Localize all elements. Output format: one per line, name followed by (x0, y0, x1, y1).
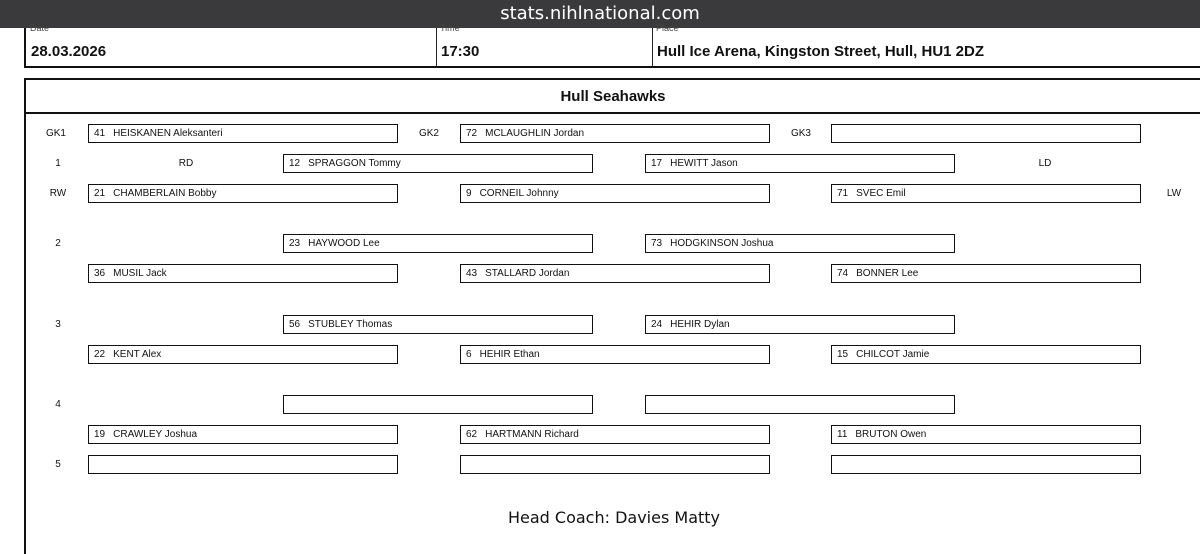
line-5-c-slot (460, 455, 770, 474)
player-number: 71 (837, 188, 849, 199)
line-4-rd-slot (283, 395, 593, 414)
line-4-rw-slot: 19 CRAWLEY Joshua (88, 425, 398, 444)
player-number: 11 (837, 429, 848, 440)
player-number: 12 (289, 158, 301, 169)
player-number: 73 (651, 238, 663, 249)
url-text: stats.nihlnational.com (500, 3, 700, 24)
line-1-rd-slot: 12 SPRAGGON Tommy (283, 154, 593, 173)
player-number: 36 (94, 268, 106, 279)
line-1-c-slot: 9 CORNEIL Johnny (460, 184, 770, 203)
player-name: BONNER Lee (856, 268, 919, 279)
gk1-label: GK1 (45, 128, 66, 139)
player-name: BRUTON Owen (855, 429, 927, 440)
line-2-lw-slot: 74 BONNER Lee (831, 264, 1141, 283)
line-3-rw-slot: 22 KENT Alex (88, 345, 398, 364)
date-cell: Date 28.03.2026 (26, 23, 437, 66)
line-2-c-slot: 43 STALLARD Jordan (460, 264, 770, 283)
gk2-slot: 72 MCLAUGHLIN Jordan (460, 124, 770, 143)
ld-label: LD (1038, 158, 1052, 169)
player-name: STUBLEY Thomas (308, 319, 393, 330)
player-number: 24 (651, 319, 663, 330)
gk1-slot: 41 HEISKANEN Aleksanteri (88, 124, 398, 143)
time-cell: Time 17:30 (436, 23, 653, 66)
player-number: 21 (94, 188, 106, 199)
lw-label: LW (1166, 188, 1182, 199)
player-name: HARTMANN Richard (485, 429, 579, 440)
time-value: 17:30 (441, 43, 480, 60)
rd-label: RD (178, 158, 194, 169)
date-label: Date (30, 23, 50, 33)
line-1-label: 1 (55, 158, 61, 169)
player-name: KENT Alex (113, 349, 162, 360)
player-name: STALLARD Jordan (485, 268, 570, 279)
player-number: 22 (94, 349, 106, 360)
player-number: 15 (837, 349, 849, 360)
player-name: HEHIR Dylan (670, 319, 730, 330)
player-name: CORNEIL Johnny (479, 188, 559, 199)
player-number: 62 (466, 429, 478, 440)
player-number: 43 (466, 268, 478, 279)
rw-label: RW (49, 188, 67, 199)
line-5-rw-slot (88, 455, 398, 474)
player-name: CRAWLEY Joshua (113, 429, 198, 440)
line-4-ld-slot (645, 395, 955, 414)
player-name: HODGKINSON Joshua (670, 238, 774, 249)
player-number: 17 (651, 158, 663, 169)
player-number: 41 (94, 128, 106, 139)
player-name: HEWITT Jason (670, 158, 738, 169)
player-number: 23 (289, 238, 301, 249)
player-name: HAYWOOD Lee (308, 238, 380, 249)
time-label: Time (440, 23, 460, 33)
player-number: 6 (466, 349, 472, 360)
line-1-ld-slot: 17 HEWITT Jason (645, 154, 955, 173)
line-2-rw-slot: 36 MUSIL Jack (88, 264, 398, 283)
line-3-label: 3 (55, 319, 61, 330)
gk3-slot (831, 124, 1141, 143)
date-value: 28.03.2026 (31, 43, 107, 60)
player-number: 72 (466, 128, 478, 139)
line-5-lw-slot (831, 455, 1141, 474)
line-2-label: 2 (55, 238, 61, 249)
player-name: CHAMBERLAIN Bobby (113, 188, 217, 199)
line-4-label: 4 (55, 399, 61, 410)
place-value: Hull Ice Arena, Kingston Street, Hull, H… (657, 43, 984, 60)
line-2-rd-slot: 23 HAYWOOD Lee (283, 234, 593, 253)
player-number: 74 (837, 268, 849, 279)
player-number: 56 (289, 319, 301, 330)
line-5-label: 5 (55, 459, 61, 470)
team-name: Hull Seahawks (26, 80, 1200, 114)
line-4-c-slot: 62 HARTMANN Richard (460, 425, 770, 444)
gk3-label: GK3 (790, 128, 811, 139)
player-name: MUSIL Jack (113, 268, 167, 279)
player-name: SPRAGGON Tommy (308, 158, 401, 169)
line-1-lw-slot: 71 SVEC Emil (831, 184, 1141, 203)
player-name: SVEC Emil (856, 188, 906, 199)
line-1-rw-slot: 21 CHAMBERLAIN Bobby (88, 184, 398, 203)
line-3-c-slot: 6 HEHIR Ethan (460, 345, 770, 364)
player-number: 9 (466, 188, 472, 199)
line-4-lw-slot: 11 BRUTON Owen (831, 425, 1141, 444)
player-name: HEHIR Ethan (479, 349, 540, 360)
browser-url-bar[interactable]: stats.nihlnational.com (0, 0, 1200, 28)
line-3-lw-slot: 15 CHILCOT Jamie (831, 345, 1141, 364)
player-name: HEISKANEN Aleksanteri (113, 128, 223, 139)
game-info-header: Date 28.03.2026 Time 17:30 Place Hull Ic… (24, 23, 1200, 68)
place-cell: Place Hull Ice Arena, Kingston Street, H… (652, 23, 1198, 66)
line-3-rd-slot: 56 STUBLEY Thomas (283, 315, 593, 334)
player-name: CHILCOT Jamie (856, 349, 930, 360)
gk2-label: GK2 (418, 128, 439, 139)
place-label: Place (656, 23, 679, 33)
head-coach: Head Coach: Davies Matty (507, 508, 721, 527)
player-name: MCLAUGHLIN Jordan (485, 128, 585, 139)
line-3-ld-slot: 24 HEHIR Dylan (645, 315, 955, 334)
line-2-ld-slot: 73 HODGKINSON Joshua (645, 234, 955, 253)
player-number: 19 (94, 429, 106, 440)
